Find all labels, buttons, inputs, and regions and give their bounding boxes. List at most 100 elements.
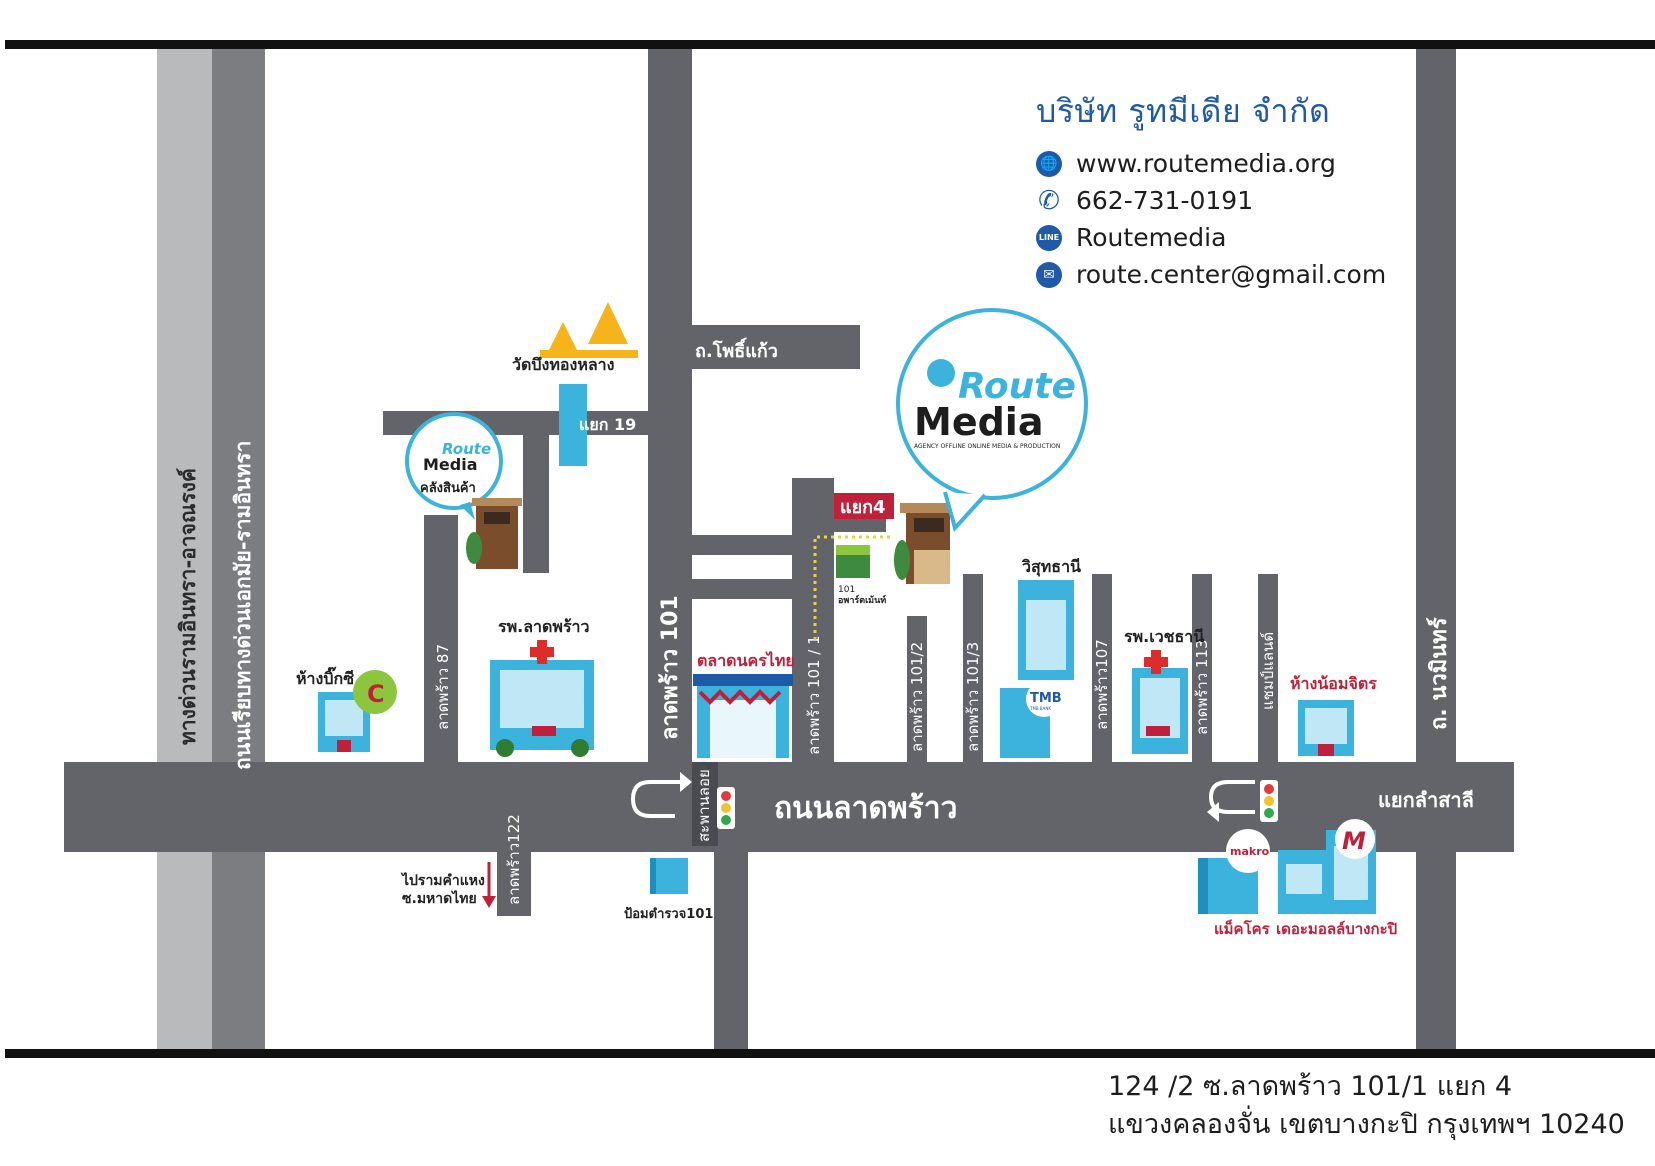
temple-icon	[540, 302, 638, 358]
nomjit-label: ห้างน้อมจิตร	[1290, 674, 1377, 693]
mall-building	[1278, 819, 1376, 914]
warehouse-label: คลังสินค้า	[420, 480, 476, 496]
phone-icon: ✆	[1038, 185, 1060, 216]
road-soi107	[1092, 574, 1112, 762]
hospital-latphrao-building	[490, 640, 594, 757]
road-yaek19-label: แยก 19	[579, 415, 636, 434]
canal	[559, 384, 587, 466]
road-soi87	[424, 515, 458, 762]
road-link-a	[692, 535, 792, 555]
bigc-building: C	[318, 670, 397, 752]
bridge-label: สะพานลอย	[695, 769, 713, 842]
road-latphrao-label: ถนนลาดพร้าว	[774, 791, 957, 826]
road-soi101-label: ลาดพร้าว 101	[658, 595, 683, 740]
makro-building	[1198, 829, 1270, 914]
road-soi101-2	[907, 616, 927, 762]
top-border	[5, 40, 1655, 49]
uturn-arrow-right-icon	[1208, 780, 1255, 814]
bigc-label: ห้างบิ๊กซี	[296, 666, 354, 688]
uturn-arrowhead-left	[680, 772, 692, 792]
uturn-arrowhead-right	[1207, 802, 1219, 822]
soi87-label: ลาดพร้าว 87	[434, 644, 452, 730]
wisutthani-label: วิสุทธานี	[1021, 557, 1081, 577]
route-media-tagline: AGENCY OFFLINE ONLINE MEDIA & PRODUCTION	[914, 443, 1060, 450]
talat-label: ตลาดนครไทย	[697, 651, 795, 670]
soi101-2-label: ลาดพร้าว 101/2	[908, 642, 926, 752]
makro-label: แม็คโคร	[1214, 919, 1271, 938]
mahadthai-label: ซ.มหาดไทย	[402, 889, 477, 907]
bridge	[692, 762, 718, 846]
vejthani-label: รพ.เวชธานี	[1124, 627, 1204, 646]
warehouse-building	[466, 498, 522, 569]
address-line-2: แขวงคลองจั่น เขตบางกะปิ กรุงเทพฯ 10240	[1108, 1109, 1625, 1140]
company-name: บริษัท รูทมีเดีย จำกัด	[1036, 92, 1331, 130]
vejthani-building	[1132, 650, 1188, 754]
phone-number[interactable]: 662-731-0191	[1076, 186, 1254, 215]
contact-info: บริษัท รูทมีเดีย จำกัด 🌐 www.routemedia.…	[1036, 86, 1456, 293]
address-block: 124 /2 ซ.ลาดพร้าว 101/1 แยก 4 แขวงคลองจั…	[1108, 1068, 1625, 1144]
road-yaek19-branch	[523, 411, 549, 573]
police-label: ป้อมตำรวจ101	[624, 906, 713, 922]
mall-label: เดอะมอลล์บางกะปิ	[1276, 920, 1397, 938]
expressway-ekamai-label: ถนนเรียบทางด่วนเอกมัย-รามอินทรา	[231, 441, 255, 770]
expressway-ekamai	[212, 49, 265, 1049]
road-soi101-south	[714, 852, 748, 1049]
bigc-logo: C	[367, 680, 385, 708]
yaek4-badge	[834, 493, 894, 519]
website-link[interactable]: www.routemedia.org	[1076, 149, 1336, 178]
warehouse-logo-media: Media	[423, 455, 478, 474]
talat-building	[693, 674, 793, 758]
soi107-label: ลาดพร้าว107	[1093, 639, 1111, 730]
warehouse-pin: Route Media คลังสินค้า	[405, 412, 503, 520]
hospital-latphrao-label: รพ.ลาดพร้าว	[498, 617, 590, 636]
temple-label: วัดบึงทองหลาง	[512, 355, 614, 374]
road-nawamin-label: ถ. นวมินทร์	[1426, 617, 1452, 730]
road-soi101	[648, 49, 692, 762]
website-row: 🌐 www.routemedia.org	[1036, 145, 1456, 182]
globe-icon: 🌐	[1036, 150, 1062, 177]
route-media-logo-media: Media	[914, 400, 1043, 444]
road-lamsali-label: แยกลำสาลี	[1378, 788, 1474, 812]
road-phokaeo	[692, 325, 860, 369]
makro-logo: makro	[1230, 845, 1270, 858]
police-box	[650, 858, 688, 894]
line-id[interactable]: Routemedia	[1076, 223, 1227, 252]
yaek4-label: แยก4	[840, 497, 886, 518]
road-soi101-3	[963, 574, 983, 762]
road-soi113	[1192, 574, 1212, 762]
apartment-building	[836, 545, 870, 578]
email-row: ✉ route.center@gmail.com	[1036, 256, 1456, 293]
traffic-light-icon	[717, 787, 735, 829]
traffic-light-icon	[1260, 780, 1278, 822]
soi101-1-label: ลาดพร้าว 101 / 1	[805, 635, 823, 755]
route-media-logo-route: Route	[958, 366, 1076, 407]
expressway-ramintra-label: ทางด่วนรามอินทรา-อาจณรงค์	[176, 468, 200, 745]
office-building	[894, 503, 956, 584]
road-soi-champ	[1258, 574, 1278, 762]
mail-icon: ✉	[1036, 261, 1062, 288]
apartment-label: อพาร์ตเม้นท์	[838, 594, 886, 606]
address-line-1: 124 /2 ซ.ลาดพร้าว 101/1 แยก 4	[1108, 1071, 1513, 1102]
tmb-logo: TMB	[1030, 691, 1062, 706]
direction-arrowhead	[482, 896, 496, 908]
mall-logo: M	[1342, 827, 1366, 855]
tmb-logo-small: TMB BANK	[1029, 706, 1051, 711]
wisutthani-building	[1000, 580, 1074, 758]
email-address[interactable]: route.center@gmail.com	[1076, 260, 1387, 289]
bottom-border	[5, 1049, 1655, 1058]
uturn-arrow-left-icon	[630, 780, 680, 818]
route-media-pin: Route Media AGENCY OFFLINE ONLINE MEDIA …	[896, 308, 1088, 533]
road-soi122	[497, 852, 531, 916]
route-media-globe-icon	[927, 359, 955, 387]
line-icon: LINE	[1036, 224, 1062, 251]
phone-row: ✆ 662-731-0191	[1036, 182, 1456, 219]
warehouse-logo-route: Route	[442, 440, 491, 458]
apartment-number: 101	[838, 585, 855, 595]
road-soi101-1	[792, 478, 834, 762]
expressway-ramintra	[157, 49, 212, 1049]
line-row: LINE Routemedia	[1036, 219, 1456, 256]
road-phokaeo-label: ถ.โพธิ์แก้ว	[695, 337, 778, 362]
nomjit-building	[1298, 700, 1354, 756]
soi-champ-label: แชมป์แลนด์	[1259, 632, 1277, 710]
